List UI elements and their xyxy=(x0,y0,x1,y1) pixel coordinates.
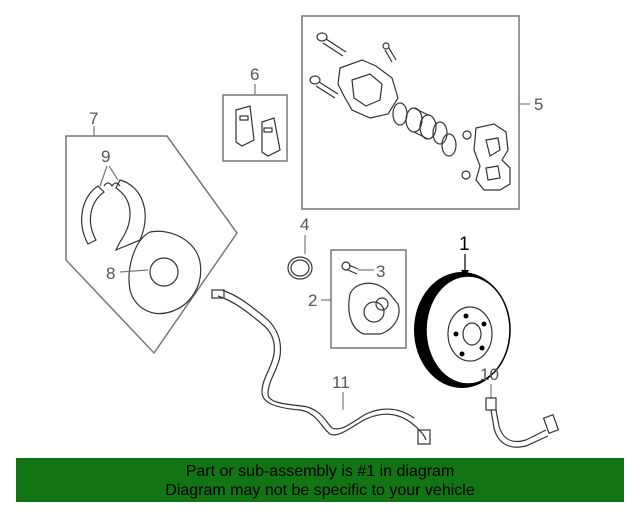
brake-shoe-left xyxy=(81,185,105,245)
abs-sensor-head xyxy=(417,429,431,445)
backing-plate-hub-hole xyxy=(149,257,179,287)
leader-9a xyxy=(99,165,108,187)
caliper-bolt-upper xyxy=(316,32,347,57)
callout-2[interactable]: 2 xyxy=(308,291,317,310)
hub-bolt xyxy=(341,261,359,275)
hose-fitting-upper xyxy=(485,397,497,411)
hub-assembly-group[interactable]: 2 3 xyxy=(308,249,407,349)
hose-fitting-lower xyxy=(542,414,560,434)
bleeder-screw xyxy=(382,42,397,63)
rotor-center-bore xyxy=(462,322,482,346)
banner-line-2: Diagram may not be specific to your vehi… xyxy=(165,482,475,499)
leader-8 xyxy=(119,269,149,273)
leader-9b xyxy=(108,165,119,181)
callout-8[interactable]: 8 xyxy=(106,264,115,283)
caliper-housing xyxy=(337,59,399,119)
dust-boot-ring xyxy=(432,121,448,145)
brake-pad-group[interactable]: 6 xyxy=(222,65,288,162)
brake-hose-outer xyxy=(495,409,547,443)
brake-hose xyxy=(490,409,549,448)
hub-box xyxy=(330,249,407,349)
callout-7[interactable]: 7 xyxy=(89,109,98,128)
callout-9[interactable]: 9 xyxy=(101,147,110,166)
rotor-lug-hole-5 xyxy=(453,331,459,337)
brake-pad-right xyxy=(261,117,281,157)
callout-3[interactable]: 3 xyxy=(376,262,385,281)
rotor-lug-hole-4 xyxy=(459,351,465,357)
piston-seal xyxy=(392,102,408,126)
callout-11[interactable]: 11 xyxy=(332,373,350,392)
abs-sensor-group[interactable]: 11 xyxy=(211,289,431,445)
rotor-lug-hole-1 xyxy=(463,313,469,319)
caliper-bolt-lower xyxy=(309,75,339,99)
info-banner: Part or sub-assembly is #1 in diagram Di… xyxy=(16,458,624,502)
hub-center xyxy=(363,301,385,323)
brake-shoe-right xyxy=(114,179,146,252)
piston xyxy=(405,107,437,140)
rotor-face xyxy=(425,275,511,385)
parts-diagram: 5 xyxy=(65,15,560,448)
o-ring xyxy=(287,256,313,280)
brake-hose-group[interactable]: 10 xyxy=(480,365,560,448)
hub-flange xyxy=(375,297,389,311)
backing-plate xyxy=(128,230,202,315)
caliper-bracket xyxy=(473,123,511,191)
rotor-lug-hole-3 xyxy=(479,345,485,351)
abs-sensor-wire-outer xyxy=(221,289,415,430)
o-ring-inner xyxy=(290,259,310,277)
rotor-hat xyxy=(447,306,493,362)
parking-brake-box xyxy=(65,135,238,355)
banner-line-1: Part or sub-assembly is #1 in diagram xyxy=(185,463,455,480)
callout-1[interactable]: 1 xyxy=(459,234,470,255)
abs-connector xyxy=(211,289,225,299)
rotor-lug-hole-2 xyxy=(481,321,487,327)
abs-sensor-wire xyxy=(217,295,427,441)
parking-brake-group[interactable]: 7 9 8 xyxy=(65,109,238,355)
shoe-spring xyxy=(103,182,121,188)
callout-5[interactable]: 5 xyxy=(534,95,543,114)
pad-backing-right xyxy=(263,127,273,133)
caliper-box xyxy=(301,15,520,210)
brake-rotor-group[interactable]: 1 xyxy=(414,234,511,388)
wheel-hub xyxy=(348,282,400,335)
dust-boot xyxy=(441,133,457,157)
callout-4[interactable]: 4 xyxy=(300,215,309,234)
pad-backing-left xyxy=(239,115,249,121)
caliper-assembly-group[interactable]: 5 xyxy=(301,15,543,210)
brake-pad-left xyxy=(235,105,255,147)
guide-boot-lower xyxy=(461,170,471,180)
guide-boot xyxy=(462,130,472,140)
callout-10[interactable]: 10 xyxy=(480,365,499,384)
callout-6[interactable]: 6 xyxy=(250,65,259,84)
o-ring-group[interactable]: 4 xyxy=(287,215,313,280)
